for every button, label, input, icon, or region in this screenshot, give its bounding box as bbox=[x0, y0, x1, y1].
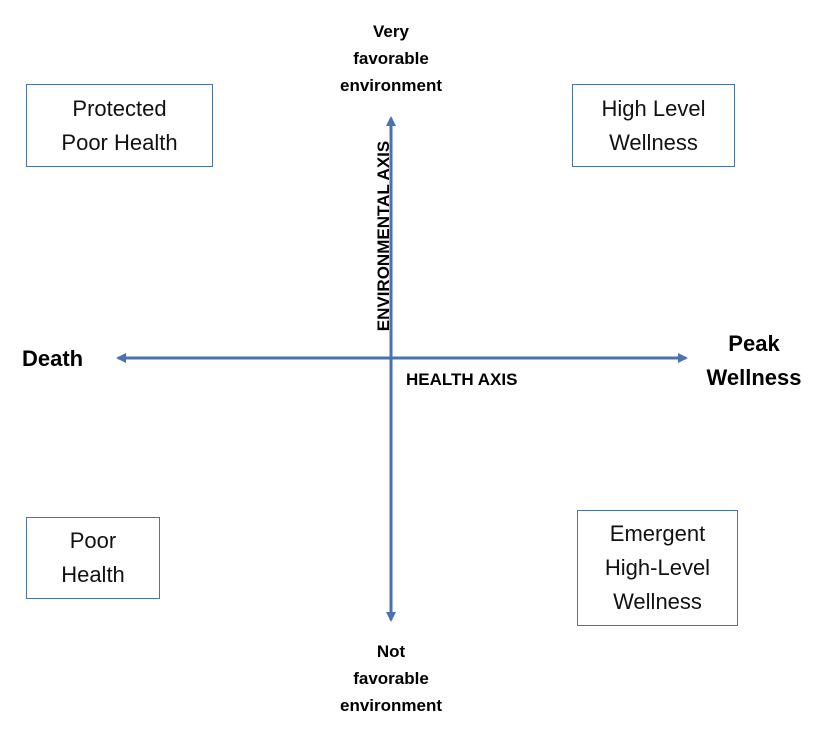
environmental-axis-title: ENVIRONMENTAL AXIS bbox=[374, 140, 393, 332]
health-axis-title: HEALTH AXIS bbox=[406, 370, 518, 389]
peak-wellness-label: Peak Wellness bbox=[706, 331, 802, 390]
death-label: Death bbox=[22, 346, 84, 371]
emergent-high-level-wellness-box: Emergent High-Level Wellness bbox=[577, 510, 738, 626]
very-favorable-environment-label: Very favorable environment bbox=[339, 22, 443, 95]
high-level-wellness-box: High Level Wellness bbox=[572, 84, 735, 167]
poor-health-box: Poor Health bbox=[26, 517, 160, 599]
protected-poor-health-box: Protected Poor Health bbox=[26, 84, 213, 167]
not-favorable-environment-label: Not favorable environment bbox=[339, 642, 443, 715]
